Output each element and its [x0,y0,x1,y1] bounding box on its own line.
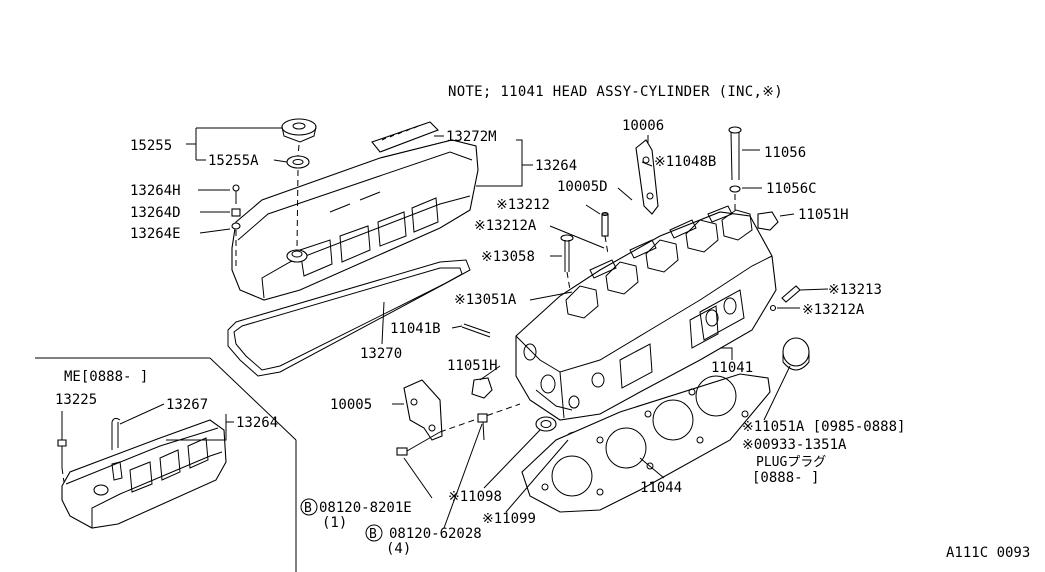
bolt-62028 [477,413,488,441]
label-15255A: 15255A [208,153,259,169]
head-plug-mid [471,377,493,399]
label-13270: 13270 [360,346,402,362]
label-10005D: 10005D [557,179,608,195]
label-11044: 11044 [640,480,682,496]
cover-washer [231,222,241,230]
label-13264-inset: 13264 [236,415,278,431]
valve-guide [601,212,609,237]
camshaft-seal [535,416,557,432]
label-13264D: 13264D [130,205,181,221]
filler-cap-seal [286,155,310,169]
cover-grommet [231,208,241,217]
label-11051A: ※11051A [0985-0888] [742,419,905,435]
bolt-callout-8201E: B 08120-8201E (1) [300,498,412,531]
label-11051H-mid: 11051H [447,358,498,374]
label-10005: 10005 [330,397,372,413]
inset-hose [111,417,121,450]
bolt-callout-62028: B 08120-62028 (4) [365,524,482,557]
head-plug-top [757,211,779,231]
cylinder-head [515,205,777,421]
label-08120-62028: 08120-62028 [389,526,482,542]
note-text: NOTE; 11041 HEAD ASSY-CYLINDER (INC,※) [448,84,783,100]
valve-guide-right [781,285,801,303]
engine-slinger-rear [635,139,659,215]
label-13051A: ※13051A [454,292,517,308]
rocker-cover-gasket [227,259,471,377]
label-11099: ※11099 [482,511,536,527]
label-13264E: 13264E [130,226,181,242]
cup-plug [782,337,810,371]
engine-slinger-front [403,379,443,441]
label-15255: 15255 [130,138,172,154]
label-11056C: 11056C [766,181,817,197]
inset-title: ME[0888- ] [64,369,148,385]
stud-bolt [728,126,742,193]
label-11041: 11041 [711,360,753,376]
circle-b-label-2: B [369,527,377,542]
inset-rocker-cover [61,419,227,529]
label-13225: 13225 [55,392,97,408]
figure-code: A111C 0093 [946,545,1030,561]
rocker-shaft-bolt [560,234,574,272]
label-10006: 10006 [622,118,664,134]
label-13272M: 13272M [446,129,497,145]
label-11051H-top: 11051H [798,207,849,223]
label-00933: ※00933-1351A [742,437,847,453]
label-11041B: 11041B [390,321,441,337]
label-11098: ※11098 [448,489,502,505]
inset-box [35,357,297,572]
label-13213: ※13213 [828,282,882,298]
emission-label-plate [371,121,439,153]
label-13264-top: 13264 [535,158,577,174]
label-bolt2-qty: (4) [386,541,411,557]
bolt-8201E [396,431,441,456]
label-bolt1-qty: (1) [322,515,347,531]
inset-bolt [57,439,67,468]
label-13267: 13267 [166,397,208,413]
label-13212A-right: ※13212A [802,302,865,318]
label-11048B: ※11048B [654,154,716,170]
label-13058: ※13058 [481,249,535,265]
label-13212: ※13212 [496,197,550,213]
head-stud [461,323,491,338]
head-gasket [521,373,771,513]
label-11056: 11056 [764,145,806,161]
cover-bolt [232,184,240,204]
rocker-cover [231,139,479,301]
label-13212A-left: ※13212A [474,218,537,234]
label-08120-8201E: 08120-8201E [319,500,412,516]
label-plug: PLUGプラグ [756,455,826,470]
oil-filler-cap [281,118,317,143]
label-13264H: 13264H [130,183,181,199]
label-plug-range: [0888- ] [752,470,819,486]
circle-b-label-1: B [304,501,312,516]
